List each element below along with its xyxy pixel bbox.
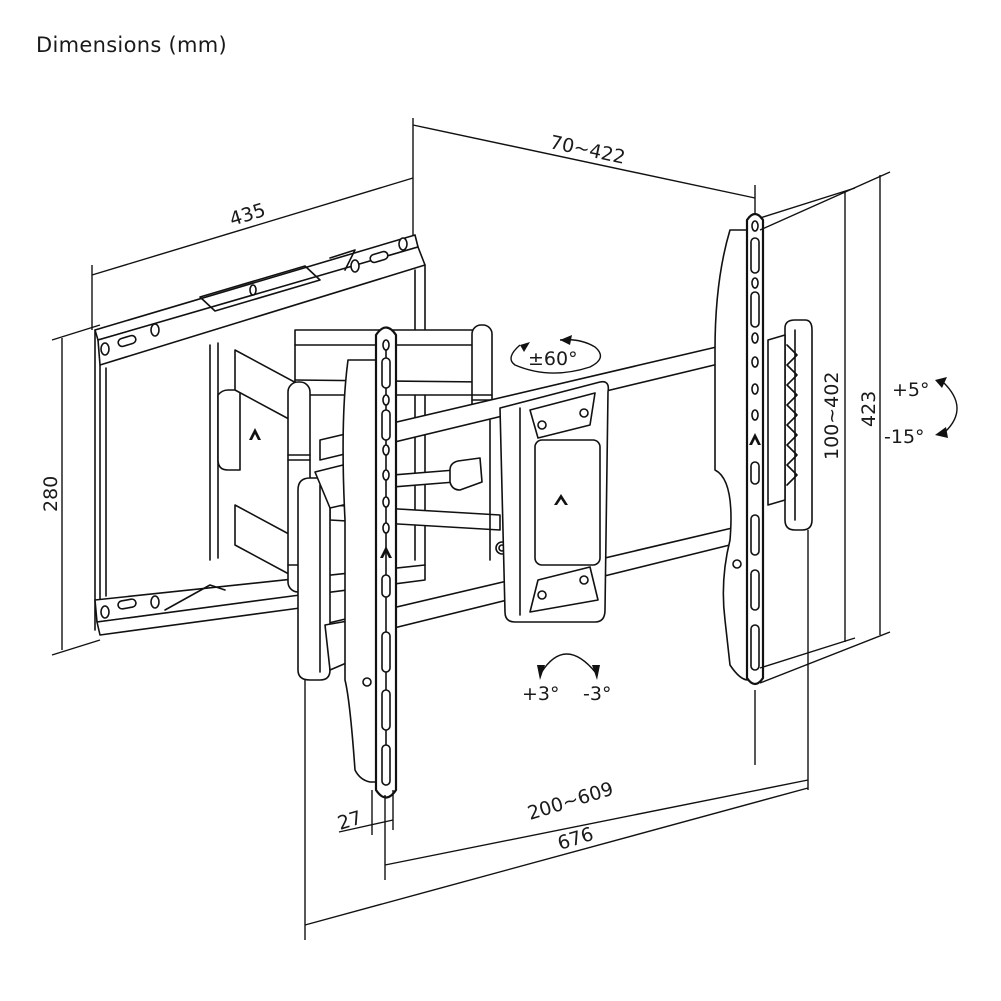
wall-plate <box>94 234 426 636</box>
dim-wall-plate-height: 280 <box>40 476 62 512</box>
tilt-arrow-down <box>935 427 948 438</box>
dim-wall-plate-width: 435 <box>227 199 268 231</box>
center-mount-plate <box>499 380 610 623</box>
tilt-arrow-up <box>935 377 947 388</box>
dim-vesa-vertical: 100~402 <box>821 372 843 460</box>
swivel-arrow-tail <box>520 342 530 352</box>
dim-vesa-horizontal: 200~609 <box>525 778 616 825</box>
level-plus-label: +3° <box>522 683 560 705</box>
right-tv-strip <box>714 212 765 686</box>
swivel-label: ±60° <box>528 348 578 370</box>
dim-overall-height: 423 <box>858 391 880 427</box>
dim-overall-width: 676 <box>555 823 596 855</box>
dim-extension: 70~422 <box>548 131 627 168</box>
tilt-up-label: +5° <box>892 379 930 401</box>
level-arrow-left <box>537 665 545 680</box>
dimension-lines <box>51 118 891 940</box>
level-arrow-right <box>592 665 600 680</box>
level-minus-label: -3° <box>583 683 611 705</box>
rotation-indicators <box>510 335 958 680</box>
right-handle <box>767 319 813 531</box>
left-tv-strip <box>342 326 398 799</box>
dim-tv-bracket-depth: 27 <box>335 807 365 835</box>
diagram-title: Dimensions (mm) <box>36 33 228 57</box>
swivel-arrow-head <box>560 335 572 345</box>
tilt-down-label: -15° <box>884 426 925 448</box>
